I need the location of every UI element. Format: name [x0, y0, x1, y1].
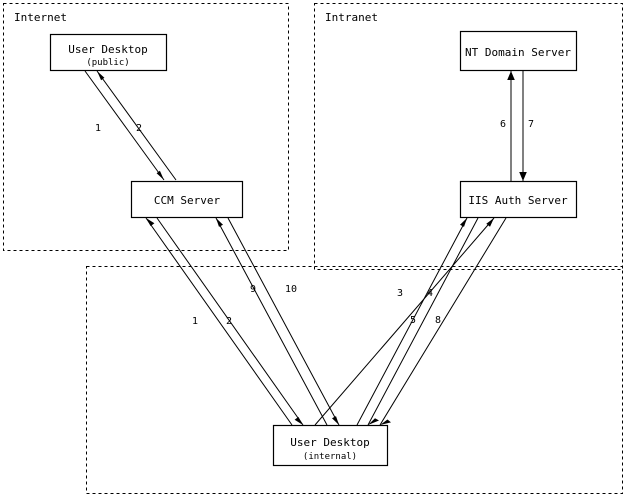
node-nt-domain-server-title: NT Domain Server	[465, 46, 571, 59]
flow-7-label: 7	[528, 119, 534, 130]
node-iis-auth-server-box[interactable]	[459, 180, 578, 219]
node-nt-domain-server[interactable]: NT Domain Server	[459, 30, 578, 72]
node-user-desktop-public-box[interactable]	[49, 33, 168, 72]
flow-5-line	[314, 217, 495, 426]
flow-4-arrowhead	[368, 418, 379, 425]
flow-2-public-label: 2	[136, 123, 142, 134]
zone-internet-frame	[3, 3, 289, 251]
flow-3-line	[356, 217, 468, 426]
node-user-desktop-public[interactable]: User Desktop (public)	[49, 33, 168, 72]
node-ccm-server-title: CCM Server	[154, 194, 221, 207]
flow-2-internal-arrowhead	[294, 416, 303, 425]
node-user-desktop-internal-box[interactable]	[272, 424, 389, 467]
node-ccm-server[interactable]: CCM Server	[130, 180, 244, 219]
node-nt-domain-server-box[interactable]	[459, 30, 578, 72]
flow-2-public-arrowhead	[97, 71, 105, 81]
zone-intranet-frame	[314, 3, 623, 270]
flow-3-arrowhead	[460, 218, 467, 227]
flow-7-arrowhead	[519, 172, 527, 181]
flow-8-arrowhead	[380, 419, 391, 425]
flow-6-arrowhead	[507, 71, 515, 80]
node-ccm-server-box[interactable]	[130, 180, 244, 219]
flow-1-internal-line	[145, 217, 293, 426]
flow-10-line	[227, 217, 340, 426]
node-user-desktop-internal[interactable]: User Desktop (internal)	[272, 424, 389, 467]
flow-4-line	[367, 217, 479, 426]
flow-9-line	[215, 217, 328, 426]
node-iis-auth-server-title: IIS Auth Server	[468, 194, 568, 207]
zone-internet-label: Internet	[14, 11, 67, 24]
flow-6-label: 6	[500, 119, 506, 130]
flow-1-public-arrowhead	[156, 170, 164, 180]
flow-1-internal-arrowhead	[146, 218, 155, 227]
zone-intranet-label: Intranet	[325, 11, 378, 24]
flow-3-label: 3	[397, 288, 403, 299]
flow-1-internal-label: 1	[192, 316, 198, 327]
flow-2-internal-label: 2	[226, 316, 232, 327]
flow-1-public-label: 1	[95, 123, 101, 134]
flow-1-public-line	[84, 70, 165, 181]
node-iis-auth-server[interactable]: IIS Auth Server	[459, 180, 578, 219]
node-user-desktop-public-title: User Desktop	[68, 43, 147, 56]
zone-internal-frame	[86, 266, 623, 494]
flow-8-label: 8	[435, 315, 441, 326]
flow-4-label: 4	[427, 288, 433, 299]
flow-5-label: 5	[410, 315, 416, 326]
flow-8-line	[379, 217, 507, 426]
flow-9-arrowhead	[216, 218, 223, 227]
flow-10-arrowhead	[332, 416, 339, 425]
node-user-desktop-public-subtitle: (public)	[86, 58, 129, 68]
flow-9-label: 9	[250, 284, 256, 295]
flow-2-public-line	[96, 70, 177, 181]
node-user-desktop-internal-subtitle: (internal)	[303, 452, 357, 462]
flow-10-label: 10	[285, 284, 297, 295]
flow-2-internal-line	[156, 217, 304, 426]
flow-5-arrowhead	[486, 218, 494, 227]
node-user-desktop-internal-title: User Desktop	[290, 436, 369, 449]
